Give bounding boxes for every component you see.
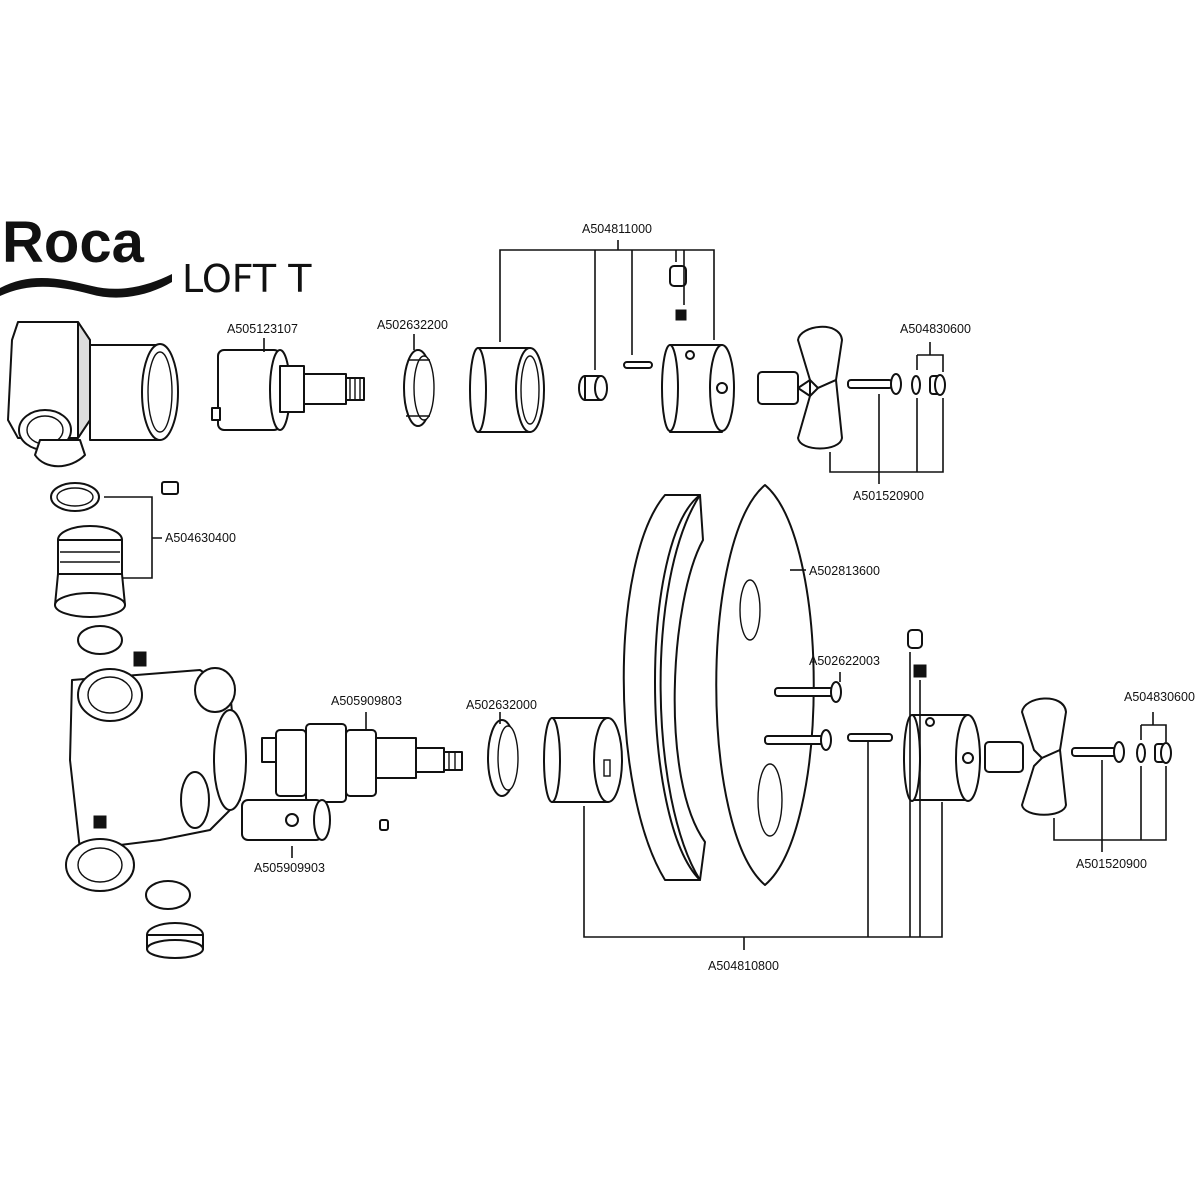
connector	[54, 525, 126, 618]
o-ring-bottom	[145, 880, 191, 910]
valve-body-top	[7, 321, 179, 468]
escutcheon-plate	[715, 484, 815, 886]
label-a502632200: A502632200	[377, 318, 448, 332]
label-a504830600-top: A504830600	[900, 322, 971, 336]
pin-left	[161, 481, 179, 495]
label-a505909903: A505909903	[254, 861, 325, 875]
roca-logo: Roca	[0, 210, 172, 298]
grub-screw-bottom	[913, 664, 927, 678]
thermostatic-cartridge	[261, 723, 463, 803]
screw-set-top	[847, 373, 946, 396]
plug-bottom	[146, 922, 204, 959]
cross-handle-top	[757, 325, 843, 450]
bushing-top	[578, 375, 608, 401]
label-a504811000: A504811000	[582, 222, 652, 236]
plate-screws	[764, 681, 842, 751]
logo-wave	[0, 274, 172, 298]
label-a502813600: A502813600	[809, 564, 880, 578]
label-a505123107: A505123107	[227, 322, 298, 336]
valve-body-bottom	[65, 625, 247, 892]
model-name: LOFT T	[182, 257, 312, 301]
label-a502622003: A502622003	[809, 654, 880, 668]
cap-bottom	[907, 629, 923, 649]
label-a502632000: A502632000	[466, 698, 537, 712]
label-a504810800: A504810800	[708, 959, 779, 973]
pin-bottom	[847, 733, 893, 742]
label-a501520900-bottom: A501520900	[1076, 857, 1147, 871]
nut-top	[403, 349, 435, 427]
screw-set-bottom	[1071, 741, 1172, 764]
sleeve-top	[469, 347, 545, 433]
cap-and-screw-top	[669, 265, 687, 321]
label-a501520900-top: A501520900	[853, 489, 924, 503]
label-a504830600-bottom: A504830600	[1124, 690, 1195, 704]
cross-handle-bottom	[984, 697, 1067, 816]
handle-body-top	[661, 344, 735, 433]
sleeve-bottom	[543, 717, 623, 803]
brand-name: Roca	[2, 210, 145, 275]
leader-lines	[104, 240, 1167, 950]
cartridge-top	[211, 349, 365, 431]
nut-bottom	[487, 719, 519, 797]
label-a504630400: A504630400	[165, 531, 236, 545]
pin-top	[623, 361, 653, 369]
label-a505909803: A505909803	[331, 694, 402, 708]
flow-cartridge	[241, 799, 389, 841]
o-ring-inner	[56, 487, 94, 507]
part-labels: A504811000 A505123107 A502632200 A504830…	[165, 222, 1195, 973]
handle-body-bottom	[903, 714, 981, 802]
escutcheon-gasket	[622, 494, 706, 881]
